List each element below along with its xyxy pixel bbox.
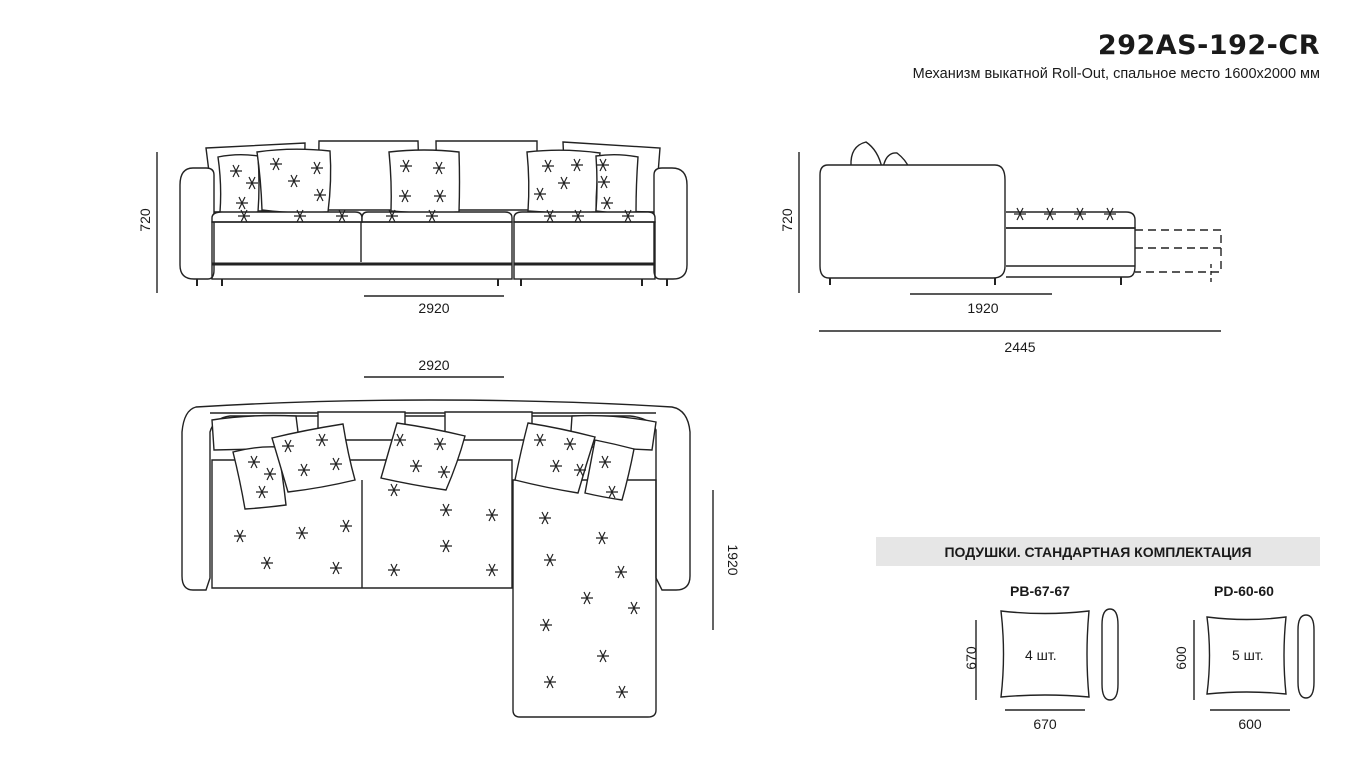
tufting-star [434,437,446,451]
tufting-star [544,675,556,689]
tufting-star [544,553,556,567]
pillow-pd-height: 600 [1173,646,1189,670]
top-width-dim: 2920 [418,357,450,373]
tufting-star [539,511,551,525]
tufting-star [248,455,260,469]
pillow-pd-qty: 5 шт. [1232,647,1264,663]
tufting-star [340,519,352,533]
tufting-star [564,437,576,451]
tufting-star [433,161,445,175]
tufting-star [238,209,250,223]
top-depth-dim: 1920 [725,544,741,576]
tufting-star [386,209,398,223]
tufting-star [1044,207,1056,221]
tufting-star [1104,207,1116,221]
tufting-star [558,176,570,190]
tufting-star [1014,207,1026,221]
tufting-star [597,158,609,172]
tufting-star [438,465,450,479]
tufting-star [311,161,323,175]
tufting-star [261,556,273,570]
tufting-star [270,157,282,171]
tufting-star [394,433,406,447]
tufting-star [230,164,242,178]
tufting-star [628,601,640,615]
pillow-pb-width: 670 [1033,716,1057,732]
pillow-pd-code: PD-60-60 [1214,583,1274,599]
tufting-star [598,175,610,189]
pillow-pb-qty: 4 шт. [1025,647,1057,663]
front-height-dim: 720 [137,208,153,232]
tufting-star [616,685,628,699]
model-description: Механизм выкатной Roll-Out, спальное мес… [912,66,1320,82]
tufting-star [336,209,348,223]
tufting-star [440,539,452,553]
tufting-star [1074,207,1086,221]
tufting-star [440,503,452,517]
tufting-star [294,209,306,223]
tufting-star [234,529,246,543]
tufting-star [388,563,400,577]
tufting-star [486,563,498,577]
tufting-star [486,508,498,522]
tufting-star [236,196,248,210]
tufting-star [615,565,627,579]
tufting-star [534,187,546,201]
side-extended-dim: 2445 [1004,339,1036,355]
tufting-star [606,485,618,499]
tufting-star [601,196,613,210]
tufting-star [622,209,634,223]
tufting-star [388,483,400,497]
pillow-pb-drawing [975,608,1119,711]
tufting-star [534,433,546,447]
pillow-pd-width: 600 [1238,716,1262,732]
side-view [798,141,1222,332]
tufting-star [330,561,342,575]
tufting-star [256,485,268,499]
tufting-star [296,526,308,540]
tufting-star [574,463,586,477]
tufting-star [597,649,609,663]
pillow-pb-code: PB-67-67 [1010,583,1070,599]
tufting-star [434,189,446,203]
tufting-star [542,159,554,173]
tufting-star [330,457,342,471]
tufting-star [282,439,294,453]
side-depth-dim: 1920 [967,300,999,316]
tufting-star [596,531,608,545]
front-view [156,140,688,297]
tufting-star [316,433,328,447]
pillows-heading: ПОДУШКИ. СТАНДАРТНАЯ КОМПЛЕКТАЦИЯ [876,537,1320,566]
tufting-star [540,618,552,632]
tufting-star [399,189,411,203]
tufting-star [288,174,300,188]
tufting-star [400,159,412,173]
tufting-star [314,188,326,202]
tufting-star [571,158,583,172]
front-width-dim: 2920 [418,300,450,316]
tufting-star [426,209,438,223]
side-height-dim: 720 [779,208,795,232]
tufting-star [298,463,310,477]
tufting-star [581,591,593,605]
tufting-star [246,176,258,190]
tufting-star [264,467,276,481]
tufting-star [410,459,422,473]
tufting-star [544,209,556,223]
pillow-pd-drawing [1193,614,1315,711]
top-view [181,376,714,718]
pillow-pb-height: 670 [963,646,979,670]
tufting-star [550,459,562,473]
model-title: 292AS-192-CR [1097,30,1320,61]
tufting-star [572,209,584,223]
tufting-star [599,455,611,469]
